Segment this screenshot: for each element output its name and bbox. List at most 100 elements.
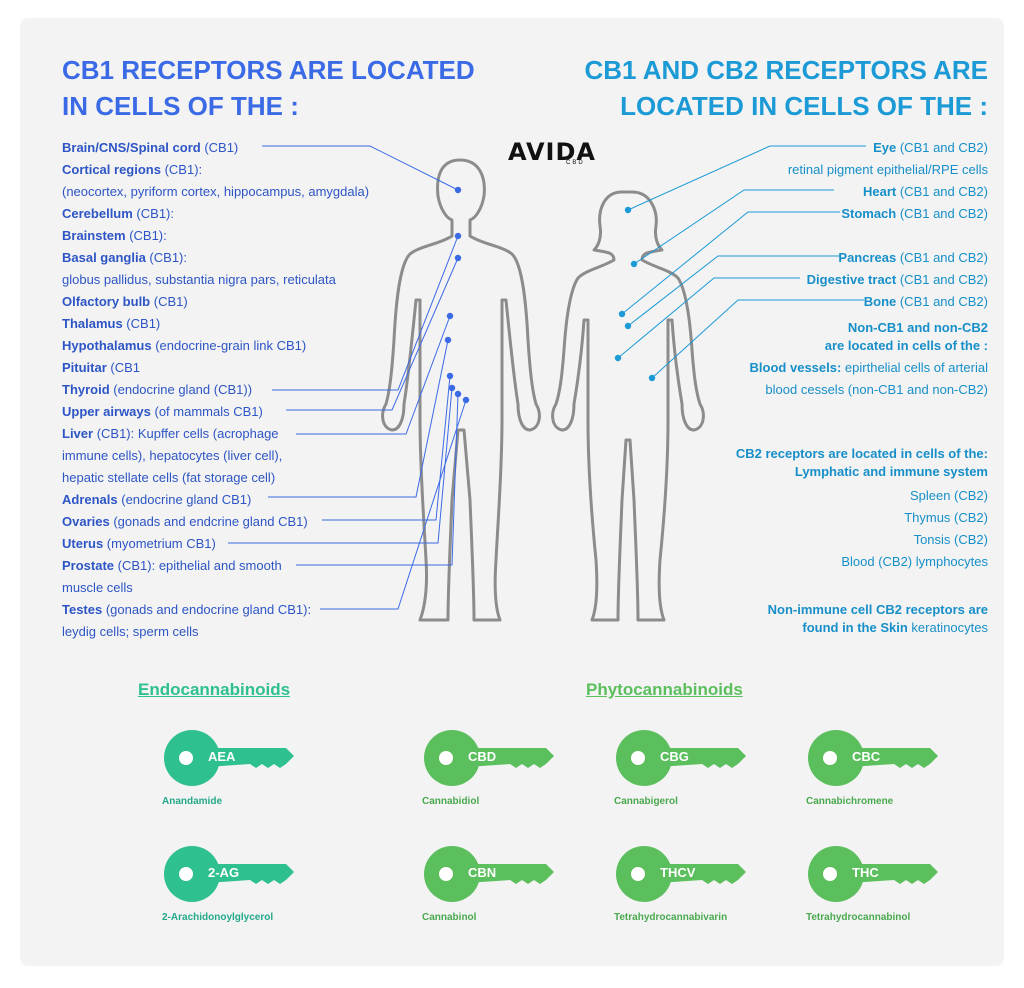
right-list-line: Heart (CB1 and CB2) (863, 184, 988, 200)
left-list-detail: muscle cells (62, 580, 133, 595)
key-icon (808, 846, 938, 902)
key-name-label: Tetrahydrocannabivarin (614, 912, 728, 923)
left-list-line: Brainstem (CB1): (62, 228, 167, 244)
left-heading: CB1 RECEPTORS ARE LOCATED IN CELLS OF TH… (62, 52, 482, 124)
key-icon (424, 730, 554, 786)
key-code-label: CBD (468, 749, 497, 764)
infographic-card (20, 18, 1004, 966)
left-list-line: Olfactory bulb (CB1) (62, 294, 188, 310)
right-list-line: CB2 receptors are located in cells of th… (736, 446, 988, 462)
connector-pancreas (627, 255, 840, 327)
left-list-line: muscle cells (62, 580, 133, 596)
key-code-label: CBC (852, 749, 881, 764)
left-list-detail: (endocrine gland CB1) (117, 492, 252, 507)
right-list-line: Eye (CB1 and CB2) (873, 140, 988, 156)
marker-stomach (618, 310, 626, 318)
right-list-term: Stomach (841, 206, 897, 221)
marker-prostate (454, 390, 462, 398)
key-icon (164, 846, 294, 902)
right-list-line: found in the Skin keratinocytes (802, 620, 988, 636)
right-list-line: Blood (CB2) lymphocytes (841, 554, 988, 570)
key-name-label: Anandamide (162, 796, 223, 807)
left-list-detail: (gonads and endocrine gland CB1): (102, 602, 312, 617)
right-list-line: Non-immune cell CB2 receptors are (768, 602, 988, 618)
left-list-detail: (CB1): (160, 162, 203, 177)
marker-upper-airways (454, 254, 462, 262)
connector-ovaries (322, 375, 451, 521)
key-name-label: 2-Arachidonoylglycerol (162, 912, 274, 923)
left-heading-line1: CB1 RECEPTORS ARE LOCATED (62, 55, 475, 85)
right-list-detail: (CB1 and CB2) (896, 250, 988, 265)
key-code-label: THC (852, 865, 879, 880)
right-list-term: Lymphatic and immune system (794, 464, 988, 479)
right-list-detail: keratinocytes (907, 620, 988, 635)
marker-uterus (448, 384, 456, 392)
marker-thyroid (454, 232, 462, 240)
key-icon (164, 730, 294, 786)
right-list-line: Lymphatic and immune system (795, 464, 988, 480)
key-code-label: CBG (660, 749, 689, 764)
right-list-line: Digestive tract (CB1 and CB2) (807, 272, 988, 288)
left-list-line: hepatic stellate cells (fat storage cell… (62, 470, 275, 486)
left-list-detail: globus pallidus, substantia nigra pars, … (62, 272, 336, 287)
connector-stomach (621, 211, 840, 315)
right-list-detail: (CB1 and CB2) (896, 294, 988, 309)
right-list-term: Non-CB1 and non-CB2 (847, 320, 988, 335)
left-list-line: Thyroid (endocrine gland (CB1)) (62, 382, 252, 398)
connector-testes (320, 399, 467, 610)
right-list-detail: Tonsis (CB2) (913, 532, 988, 547)
left-list-term: Pituitar (62, 360, 107, 375)
marker-eye (624, 206, 632, 214)
connector-adrenals (268, 339, 449, 498)
right-list-detail: blood cessels (non-CB1 and non-CB2) (765, 382, 988, 397)
right-heading-line1: CB1 AND CB2 RECEPTORS ARE (584, 55, 988, 85)
left-list-detail: (CB1): (125, 228, 167, 243)
left-list-line: Prostate (CB1): epithelial and smooth (62, 558, 282, 574)
left-list-term: Basal ganglia (62, 250, 146, 265)
key-code-label: 2-AG (208, 865, 240, 880)
right-list-term: found in the Skin (802, 620, 908, 635)
left-list-line: Upper airways (of mammals CB1) (62, 404, 263, 420)
marker-testes (462, 396, 470, 404)
marker-liver (446, 312, 454, 320)
key-code-label: AEA (208, 749, 236, 764)
marker-ovaries (446, 372, 454, 380)
left-list-term: Brainstem (62, 228, 126, 243)
right-list-line: Stomach (CB1 and CB2) (841, 206, 988, 222)
left-list-term: Prostate (62, 558, 115, 573)
left-list-detail: (CB1) (122, 316, 161, 331)
left-list-line: Adrenals (endocrine gland CB1) (62, 492, 251, 508)
left-list-detail: (neocortex, pyriform cortex, hippocampus… (62, 184, 370, 199)
left-list-line: leydig cells; sperm cells (62, 624, 199, 640)
left-list-term: Cerebellum (62, 206, 133, 221)
right-list-term: CB2 receptors are located in cells of th… (735, 446, 988, 461)
left-list-line: (neocortex, pyriform cortex, hippocampus… (62, 184, 369, 200)
left-list-term: Hypothalamus (62, 338, 152, 353)
left-list-detail: (myometrium CB1) (103, 536, 216, 551)
right-list-term: Blood vessels: (749, 360, 842, 375)
left-list-term: Thalamus (62, 316, 123, 331)
left-list-line: Liver (CB1): Kupffer cells (acrophage (62, 426, 279, 442)
connector-bone (651, 299, 864, 379)
left-list-detail: (CB1): epithelial and smooth (114, 558, 282, 573)
male-body-outline (381, 158, 541, 622)
left-list-detail: (CB1 (106, 360, 141, 375)
marker-digestive (614, 354, 622, 362)
key-name-label: Cannabidiol (422, 796, 480, 807)
right-list-line: Blood vessels: epirthelial cells of arte… (750, 360, 988, 376)
right-list-detail: (CB1 and CB2) (896, 206, 988, 221)
right-list-detail: Blood (CB2) lymphocytes (841, 554, 988, 569)
key-icon (616, 730, 746, 786)
key-name-label: Cannabichromene (806, 796, 894, 807)
left-list-term: Adrenals (62, 492, 118, 507)
left-list-detail: (gonads and endcrine gland CB1) (109, 514, 308, 529)
right-list-term: Non-immune cell CB2 receptors are (767, 602, 988, 617)
key-icon (424, 846, 554, 902)
marker-pancreas (624, 322, 632, 330)
marker-heart (630, 260, 638, 268)
left-list-line: Testes (gonads and endocrine gland CB1): (62, 602, 311, 618)
left-list-detail: (CB1): Kupffer cells (acrophage (93, 426, 279, 441)
left-list-detail: immune cells), hepatocytes (liver cell), (62, 448, 283, 463)
left-list-detail: leydig cells; sperm cells (62, 624, 199, 639)
